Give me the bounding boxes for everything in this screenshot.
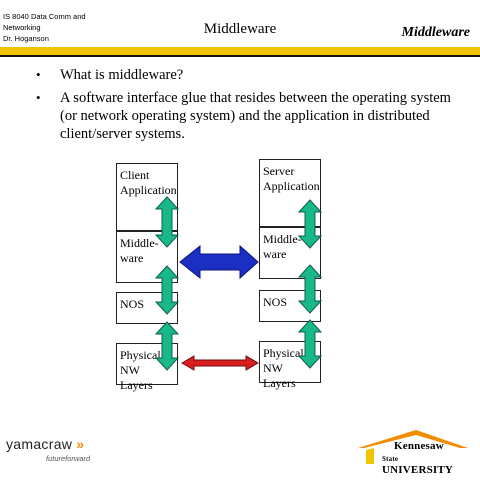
bullet-item: • What is middleware?: [36, 66, 466, 84]
client-middleware-label-line2: ware: [120, 251, 144, 265]
client-application-label-line2: Application: [120, 183, 177, 197]
server-middleware-box: Middle- ware: [259, 227, 321, 279]
bullet-item: • A software interface glue that resides…: [36, 89, 466, 143]
kennesaw-state-logo: Kennesaw State UNIVERSITY: [356, 424, 472, 476]
physical-link-arrow-icon: [181, 355, 259, 371]
server-physical-box: Physical NW Layers: [259, 341, 321, 390]
yamacraw-brand-text: yamacraw: [6, 436, 73, 452]
header-black-rule: [0, 55, 480, 57]
server-middleware-label-line2: ware: [263, 247, 287, 261]
kennesaw-state-university: State UNIVERSITY: [382, 452, 472, 476]
course-line: Networking: [3, 23, 41, 32]
kennesaw-roof-icon: [358, 430, 468, 464]
chevron-right-icon: »: [76, 436, 85, 452]
bullet-text: What is middleware?: [60, 67, 184, 83]
server-nos-label: NOS: [263, 295, 288, 309]
bullet-text: A software interface glue that resides b…: [60, 90, 451, 142]
yamacraw-logo: yamacraw » futureforward: [6, 436, 126, 463]
client-middleware-label-line1: Middle-: [120, 236, 159, 250]
section-title: Middleware: [401, 25, 470, 40]
kennesaw-university: UNIVERSITY: [382, 464, 454, 476]
kennesaw-state-small: State: [382, 455, 399, 463]
bullet-dot-icon: •: [36, 90, 41, 105]
client-middleware-box: Middle- ware: [116, 231, 178, 283]
slide-header: IS 8040 Data Comm and Networking Dr. Hog…: [0, 0, 480, 45]
server-application-box: Server Application: [259, 159, 321, 227]
client-physical-label-line2: NW Layers: [120, 363, 153, 392]
kennesaw-name: Kennesaw: [394, 440, 444, 452]
server-nos-box: NOS: [259, 290, 321, 322]
client-nos-label: NOS: [120, 297, 145, 311]
server-application-label-line2: Application: [263, 179, 320, 193]
header-gold-rule: [0, 47, 480, 55]
client-physical-label-line1: Physical: [120, 348, 161, 362]
course-line: IS 8040 Data Comm and: [3, 12, 86, 21]
server-physical-label-line2: NW Layers: [263, 361, 296, 390]
client-application-box: Client Application: [116, 163, 178, 231]
slide-title: Middleware: [203, 21, 277, 37]
client-nos-box: NOS: [116, 292, 178, 324]
instructor-line: Dr. Hoganson: [3, 34, 49, 43]
yamacraw-tagline: futureforward: [46, 454, 91, 463]
yamacraw-brand: yamacraw »: [6, 436, 85, 452]
bullet-list: • What is middleware? • A software inter…: [36, 66, 466, 148]
server-physical-label-line1: Physical: [263, 346, 304, 360]
middleware-link-arrow-icon: [179, 244, 259, 280]
client-physical-box: Physical NW Layers: [116, 343, 178, 392]
bullet-dot-icon: •: [36, 67, 41, 82]
course-info: IS 8040 Data Comm and Networking Dr. Hog…: [3, 11, 113, 44]
client-application-label-line1: Client: [120, 168, 150, 182]
server-middleware-label-line1: Middle-: [263, 232, 302, 246]
server-application-label-line1: Server: [263, 164, 295, 178]
